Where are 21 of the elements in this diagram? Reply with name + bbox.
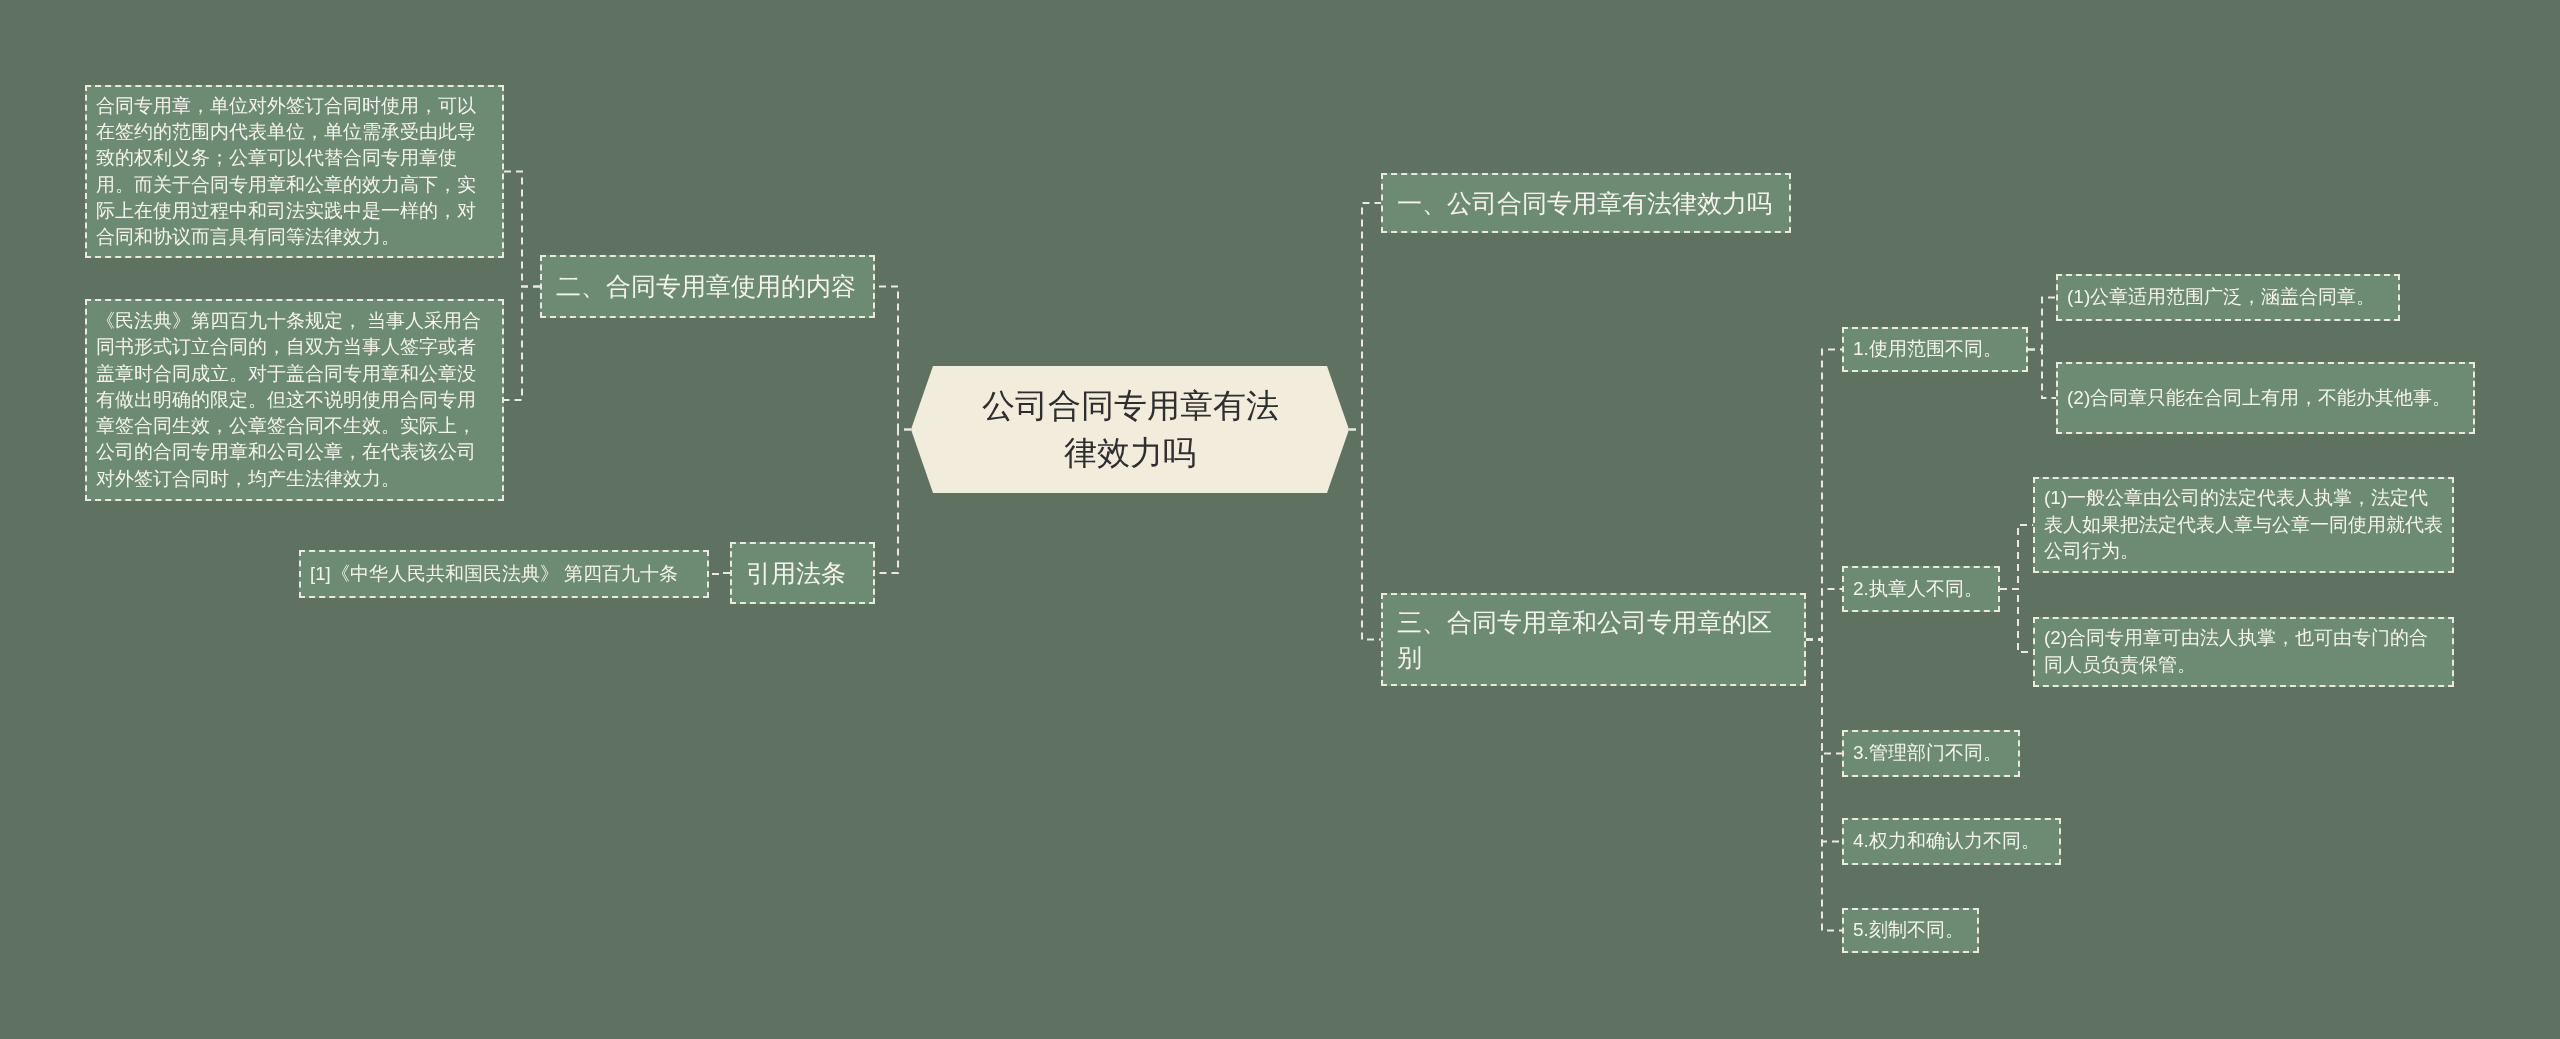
connector-line xyxy=(1348,428,1382,641)
note-box: 3.管理部门不同。 xyxy=(1842,730,2020,777)
note-box: 4.权力和确认力不同。 xyxy=(1842,818,2061,865)
note-box: (2)合同专用章可由法人执掌，也可由专门的合同人员负责保管。 xyxy=(2033,617,2454,687)
note-box: (1)公章适用范围广泛，涵盖合同章。 xyxy=(2056,274,2400,321)
note-box: (1)一般公章由公司的法定代表人执掌，法定代表人如果把法定代表人章与公章一同使用就代表公司行为。 xyxy=(2033,477,2454,573)
note-box: 1.使用范围不同。 xyxy=(1842,327,2028,372)
topic-box: 一、公司合同专用章有法律效力吗 xyxy=(1381,173,1791,233)
note-box: (2)合同章只能在合同上有用，不能办其他事。 xyxy=(2056,362,2475,434)
note-box: [1]《中华人民共和国民法典》 第四百九十条 xyxy=(299,550,709,598)
topic-box: 引用法条 xyxy=(730,542,875,604)
note-box: 2.执章人不同。 xyxy=(1842,566,2000,612)
connector-line xyxy=(2027,348,2057,399)
central-topic-box: 公司合同专用章有法律效力吗 xyxy=(911,366,1349,493)
note-box: 5.刻制不同。 xyxy=(1842,908,1979,953)
note-box: 《民法典》第四百九十条规定， 当事人采用合同书形式订立合同的，自双方当事人签字或者盖章时合同成立。对于盖合同专用章和公章没有做出明确的限定。但这不说明使用合同专用章签合同生效，公章签合同不生效。实际上，公司的合同专用章和公司公章，在代表该公司对外签订合同时，均产生法律效力。 xyxy=(85,299,504,501)
topic-box: 二、合同专用章使用的内容 xyxy=(540,255,875,318)
connector-line xyxy=(503,285,541,401)
topic-box: 三、合同专用章和公司专用章的区别 xyxy=(1381,593,1806,686)
note-box: 合同专用章，单位对外签订合同时使用，可以在签约的范围内代表单位，单位需承受由此导致的权利义务；公章可以代替合同专用章使用。而关于合同专用章和公章的效力高下，实际上在使用过程中和司法实践中是一样的，对合同和协议而言具有同等法律效力。 xyxy=(85,85,504,258)
connector-line xyxy=(1805,638,1843,932)
